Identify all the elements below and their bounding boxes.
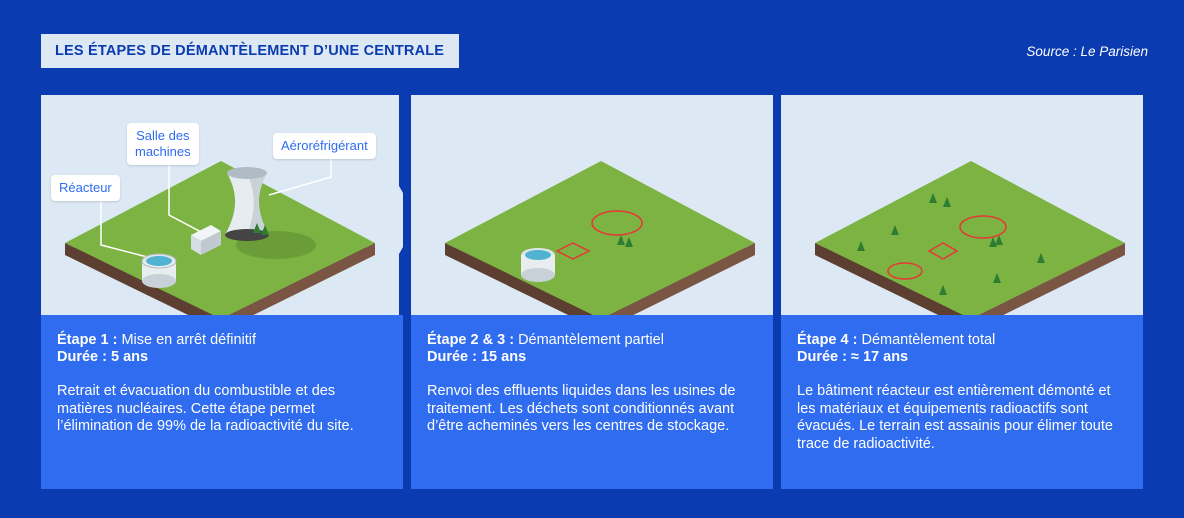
stage-3-heading: Étape 4 : Démantèlement total xyxy=(797,332,1127,349)
stage-2-title: Démantèlement partiel xyxy=(518,332,664,348)
stage-3-duration: Durée : ≈ 17 ans xyxy=(797,349,909,365)
machine-hall-callout: Salle des machines xyxy=(127,123,199,165)
stage-2-duration: Durée : 15 ans xyxy=(427,349,527,365)
stage-3-label: Étape 4 : xyxy=(797,332,858,348)
stage-3-title: Démantèlement total xyxy=(861,332,996,348)
stage-panel-2: Étape 2 & 3 : Démantèlement partiel Duré… xyxy=(411,95,773,489)
source-credit: Source : Le Parisien xyxy=(1026,44,1148,59)
stage-3-illustration xyxy=(781,95,1143,315)
stage-2-text: Étape 2 & 3 : Démantèlement partiel Duré… xyxy=(411,315,773,489)
stage-1-label: Étape 1 : xyxy=(57,332,118,348)
machine-hall-callout-line-1: Salle des xyxy=(136,128,190,143)
stage-1-description: Retrait et évacuation du combustible et … xyxy=(57,383,354,434)
stage-panel-1: Réacteur Salle des machines Aéroréfrigér… xyxy=(41,95,403,489)
machine-hall-callout-line-2: machines xyxy=(135,144,191,159)
stage-2-label: Étape 2 & 3 : xyxy=(427,332,515,348)
stage-1-duration: Durée : 5 ans xyxy=(57,349,149,365)
stage-2-description: Renvoi des effluents liquides dans les u… xyxy=(427,383,736,434)
stage-3-description: Le bâtiment réacteur est entièrement dém… xyxy=(797,383,1113,452)
stage-1-title: Mise en arrêt définitif xyxy=(121,332,257,348)
stage-panel-3: Étape 4 : Démantèlement total Durée : ≈ … xyxy=(781,95,1143,489)
infographic-title: LES ÉTAPES DE DÉMANTÈLEMENT D’UNE CENTRA… xyxy=(41,34,459,68)
stage-3-text: Étape 4 : Démantèlement total Durée : ≈ … xyxy=(781,315,1143,489)
stage-1-text: Étape 1 : Mise en arrêt définitif Durée … xyxy=(41,315,403,489)
stage-1-illustration: Réacteur Salle des machines Aéroréfrigér… xyxy=(41,95,403,315)
stage-2-illustration xyxy=(411,95,773,315)
stage-1-heading: Étape 1 : Mise en arrêt définitif xyxy=(57,332,387,349)
stage-2-heading: Étape 2 & 3 : Démantèlement partiel xyxy=(427,332,757,349)
reactor-callout: Réacteur xyxy=(51,175,120,201)
cooling-tower-callout: Aéroréfrigérant xyxy=(273,133,376,159)
